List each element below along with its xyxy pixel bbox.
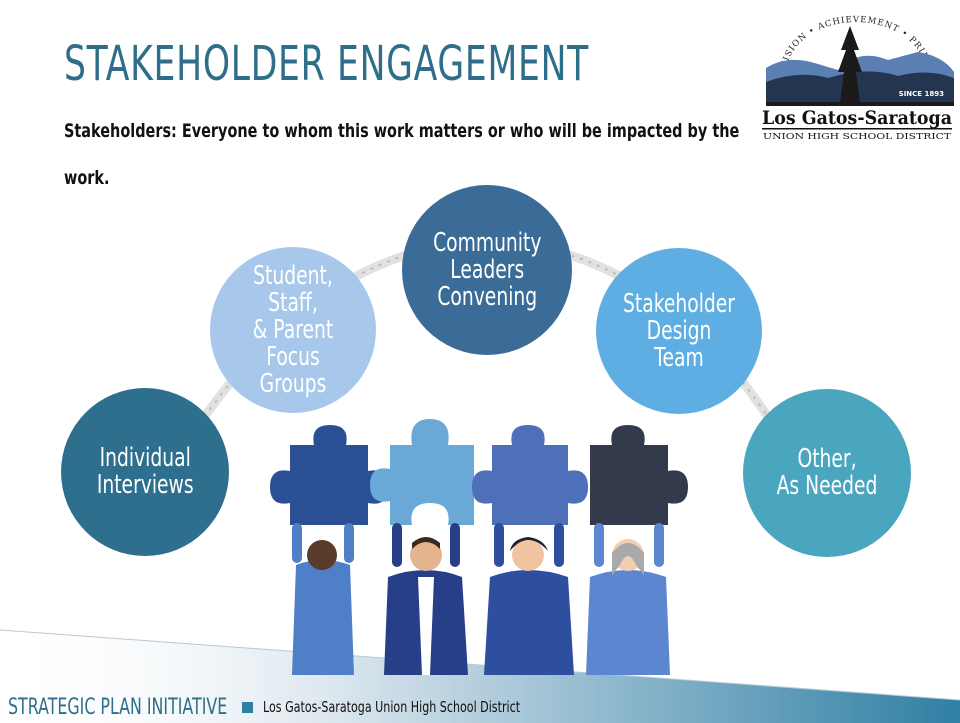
logo-district: UNION HIGH SCHOOL DISTRICT	[763, 132, 951, 142]
person-figure-2	[384, 523, 468, 675]
puzzle-piece-icon	[270, 425, 388, 525]
puzzle-piece-icon	[472, 425, 588, 525]
engagement-circle-focus-groups: Student, Staff, & Parent Focus Groups	[210, 247, 376, 413]
puzzle-piece-icon	[590, 425, 688, 525]
person-figure-3	[484, 523, 574, 675]
logo-name: Los Gatos-Saratoga	[762, 107, 952, 129]
logo-since: SINCE 1893	[899, 90, 944, 98]
engagement-circle-label: Community Leaders Convening	[432, 227, 542, 312]
engagement-circle-label: Student, Staff, & Parent Focus Groups	[252, 260, 334, 399]
engagement-circle-label: Stakeholder Design Team	[622, 288, 736, 373]
footer: STRATEGIC PLAN INITIATIVE Los Gatos-Sara…	[8, 693, 610, 721]
engagement-circle-community-leaders: Community Leaders Convening	[402, 185, 572, 355]
engagement-circle-label: Individual Interviews	[96, 443, 194, 500]
engagement-circle-other: Other, As Needed	[743, 389, 911, 557]
people-holding-puzzle-pieces-illustration	[270, 419, 688, 675]
engagement-circle-individual-interviews: Individual Interviews	[61, 388, 229, 556]
footer-organization: Los Gatos-Saratoga Union High School Dis…	[263, 698, 521, 716]
footer-initiative: STRATEGIC PLAN INITIATIVE	[8, 694, 228, 720]
footer-square-bullet	[242, 701, 253, 713]
person-figure-4	[586, 523, 670, 675]
stakeholders-definition: Stakeholders: Everyone to whom this work…	[64, 120, 740, 189]
district-logo: VISION • ACHIEVEMENT • PRIDE SINCE 1893 …	[762, 15, 954, 142]
engagement-circle-design-team: Stakeholder Design Team	[596, 248, 762, 414]
page-title: STAKEHOLDER ENGAGEMENT	[64, 36, 589, 92]
puzzle-piece-icon	[370, 419, 474, 525]
engagement-circle-label: Other, As Needed	[776, 444, 878, 501]
person-figure-1	[292, 523, 354, 675]
